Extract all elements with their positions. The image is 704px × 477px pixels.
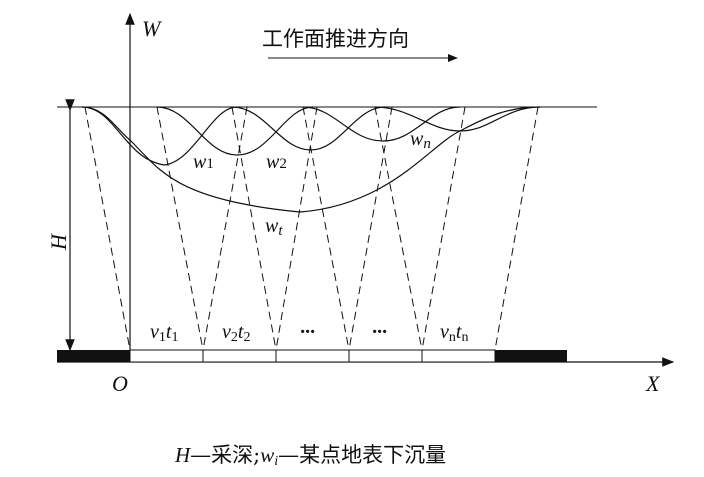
- label-w1: w1: [193, 151, 214, 173]
- influence-line: [374, 106, 423, 351]
- curve-w1: [81, 106, 238, 166]
- w-axis-label: W: [142, 16, 162, 41]
- influence-line: [302, 106, 350, 351]
- influence-line: [84, 106, 131, 351]
- segment-label: ···: [300, 321, 315, 343]
- influence-line: [348, 106, 393, 351]
- subsidence-curves: [81, 106, 541, 213]
- origin-label: O: [112, 371, 128, 396]
- influence-line: [156, 106, 204, 351]
- coal-pillar-left: [57, 350, 130, 362]
- segment-label: vntn: [440, 321, 468, 345]
- influence-line: [421, 106, 466, 351]
- curve-w4: [302, 106, 461, 142]
- influence-line: [494, 106, 539, 351]
- goaf: [129, 349, 496, 363]
- coal-pillar-right: [495, 350, 567, 362]
- influence-line: [231, 106, 277, 351]
- x-axis-label: X: [645, 371, 661, 396]
- curve-wt: [81, 106, 541, 213]
- depth-label: H: [46, 233, 71, 251]
- advance-direction-label: 工作面推进方向: [262, 27, 409, 51]
- segment-label: ···: [372, 321, 387, 343]
- curve-w2: [156, 106, 314, 156]
- label-wn: wn: [410, 128, 431, 152]
- curve-wn: [374, 106, 541, 132]
- label-wt: wt: [265, 215, 283, 239]
- segment-label: v2t2: [222, 321, 250, 345]
- segment-label: v1t1: [150, 321, 178, 345]
- curve-w3: [231, 106, 386, 151]
- label-w2: w2: [266, 151, 287, 173]
- caption: H—采深;wi—某点地表下沉量: [174, 443, 446, 469]
